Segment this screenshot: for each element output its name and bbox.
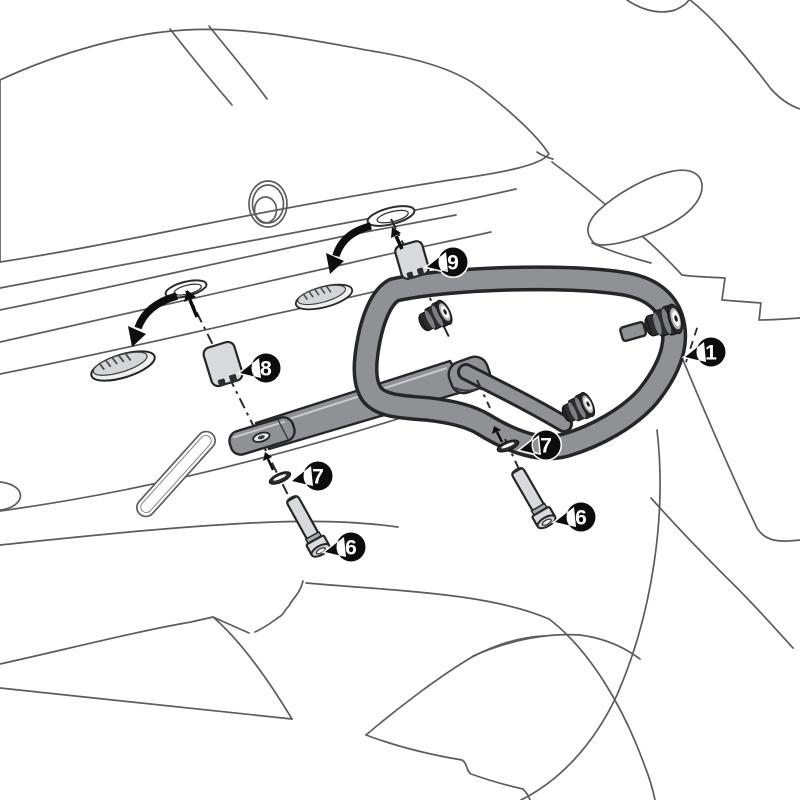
handle-under-line <box>591 242 652 264</box>
fairing-squiggle-edge <box>254 580 304 633</box>
callout-6-rear-number: 6 <box>575 507 587 530</box>
plate-holder-line <box>650 497 794 649</box>
removed-cap-front <box>90 350 156 382</box>
callout-7-rear-number: 7 <box>540 435 552 458</box>
grab-handle <box>587 169 703 246</box>
callout-7-rear: 7 <box>516 429 563 461</box>
mounting-hole-top <box>366 205 416 227</box>
washer-front <box>268 471 292 485</box>
removed-cap-top <box>294 283 354 311</box>
left-panel-notch <box>0 481 22 511</box>
callout-1-number: 1 <box>705 342 717 365</box>
swingarm-line <box>305 582 656 800</box>
rubber-bumper-rear <box>644 303 683 337</box>
callout-8: 8 <box>236 352 283 384</box>
filler-cap-detail <box>248 180 288 228</box>
rubber-bumper-top <box>418 299 453 332</box>
callout-7-front-number: 7 <box>312 466 324 489</box>
hugger-bottom-edge <box>365 734 531 800</box>
insert-arrow-top <box>391 227 404 250</box>
tail-top-edge-a <box>626 0 690 13</box>
spacer-front <box>202 340 244 388</box>
callout-6-front: 6 <box>321 531 368 563</box>
insert-arrow-front <box>184 290 199 318</box>
seat-tip-line <box>536 151 554 160</box>
fender-edge-line <box>682 359 800 542</box>
seat-strap-right-edge <box>208 25 268 100</box>
washer-arrow-front <box>263 452 275 471</box>
arm-edge-highlight <box>260 367 448 429</box>
spacer-top <box>394 240 430 280</box>
callout-7-front: 7 <box>288 460 335 492</box>
lower-fairing-point-edge <box>212 616 293 720</box>
hugger-upper-curve <box>472 633 641 660</box>
callout-6-rear: 6 <box>551 501 598 533</box>
seat-outline <box>0 28 550 263</box>
underseat-line <box>0 188 517 289</box>
lower-fairing-point-top <box>0 616 214 665</box>
lower-fairing-joint <box>212 616 250 634</box>
rubber-bumper-bottom <box>561 391 596 423</box>
callout-1: 1 <box>681 336 728 368</box>
diagonal-brace <box>460 366 570 430</box>
callout-8-number: 8 <box>260 358 272 381</box>
fairing-crease-line <box>0 231 492 343</box>
bumper-stub <box>619 321 648 343</box>
washer-arrow-rear <box>492 426 504 443</box>
lower-fairing-point-bottom <box>0 687 293 720</box>
callout-9-number: 9 <box>447 252 459 275</box>
cap-removal-arrow-top <box>326 222 373 274</box>
panel-edge-line <box>0 400 453 512</box>
callout-9: 9 <box>423 246 470 278</box>
bolt-front <box>286 495 331 558</box>
axis-rear-mount-upper <box>476 379 491 409</box>
arm-front-plate <box>228 416 296 456</box>
washer-rear <box>496 439 520 453</box>
callout-6-front-number: 6 <box>345 537 357 560</box>
side-case-holder-frame <box>228 265 688 461</box>
tail-top-edge-b <box>689 0 800 110</box>
tail-ridge-line <box>0 214 457 311</box>
cap-removal-arrow-front <box>128 292 179 347</box>
tube-loop <box>356 268 684 457</box>
seat-strap-left-edge <box>169 28 233 106</box>
wheel-arc <box>520 429 661 800</box>
hugger-top-edge <box>365 635 545 736</box>
panel-lower-line <box>0 520 399 546</box>
bolt-rear <box>511 467 557 530</box>
side-vent-slot <box>136 430 216 518</box>
